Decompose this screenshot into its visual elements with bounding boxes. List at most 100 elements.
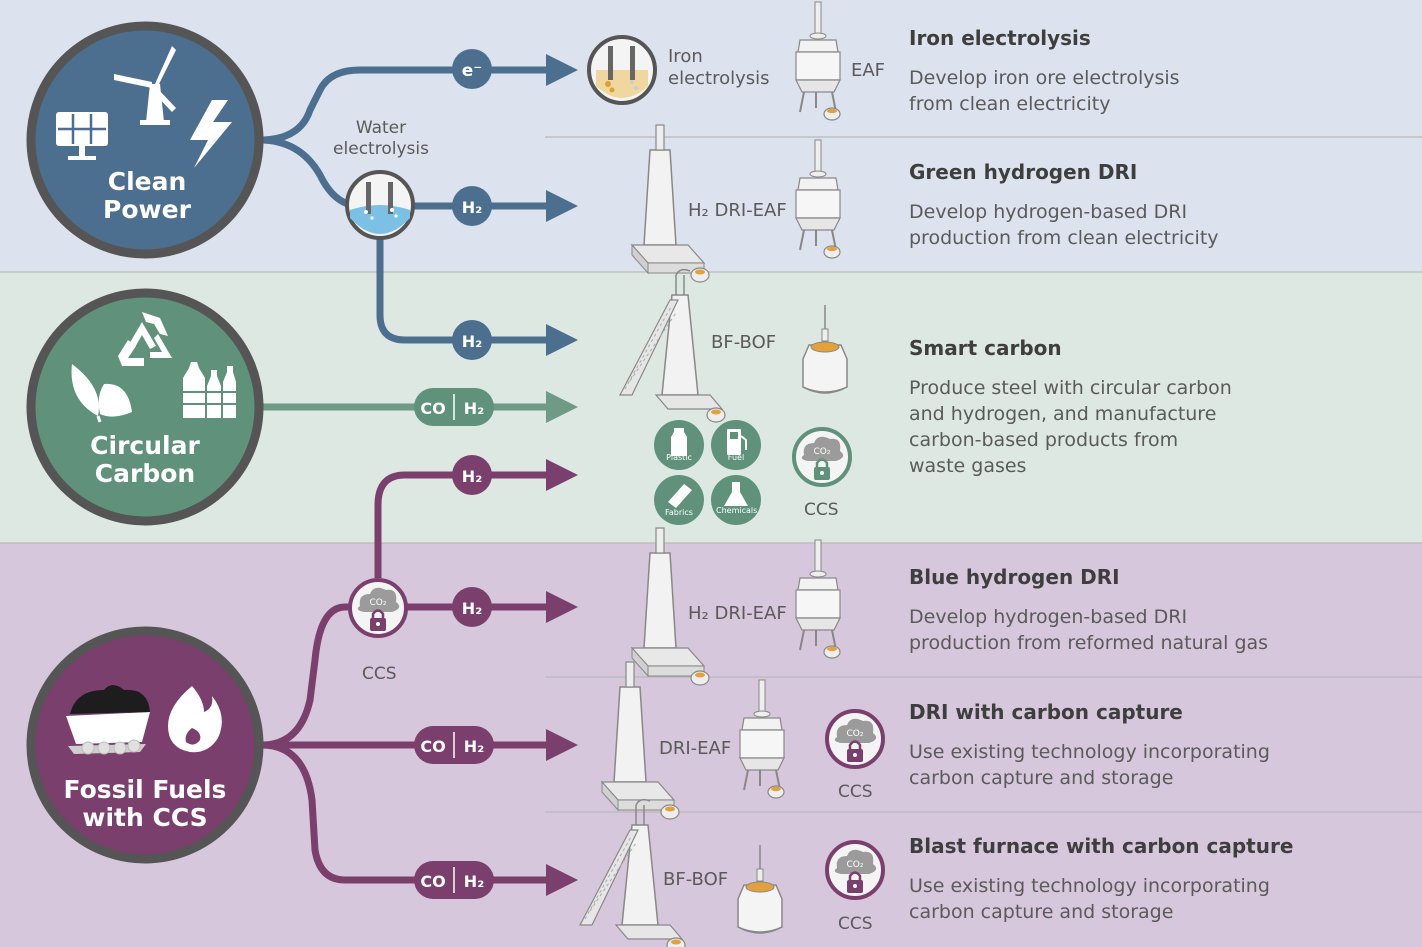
fabrics-product-icon [654,475,704,525]
route-description-dri-carbon-capture: Use existing technology incorporating ca… [909,739,1329,791]
electron-token: e⁻ [452,49,492,89]
water-electrolysis-label-line-1: Water [355,118,407,138]
coal-cart-icon [66,685,150,755]
bf-bof-label-ccs: BF-BOF [663,869,729,890]
route-description-line: waste gases [909,455,1027,477]
circular-carbon-label-line-2: Carbon [94,459,196,488]
route-description-line: Use existing technology incorporating [909,741,1270,763]
fabrics-label: Fabrics [665,508,693,517]
ccs-badge-dri [825,709,885,769]
route-title-blast-furnace-carbon-capture: Blast furnace with carbon capture [909,834,1294,858]
clean-power-label-line-2: Power [103,195,191,224]
route-description-line: Develop iron ore electrolysis [909,67,1180,89]
h2-token-smart-carbon: H₂ [452,320,492,360]
svg-text:CO: CO [420,737,445,756]
ccs-label-dri: CCS [838,782,873,802]
route-description-blue-hydrogen-dri: Develop hydrogen-based DRI production fr… [909,604,1329,656]
route-title-green-hydrogen-dri: Green hydrogen DRI [909,160,1138,184]
fossil-fuel-flows [261,471,548,884]
route-description-line: and hydrogen, and manufacture [909,403,1217,425]
water-electrolysis-label-line-2: electrolysis [333,139,429,159]
ccs-label-smart-carbon: CCS [804,500,839,520]
dri-eaf-label: DRI-EAF [659,738,732,759]
svg-text:H₂: H₂ [464,737,484,756]
clean-power-label-line-1: Clean [107,167,187,196]
route-title-iron-electrolysis: Iron electrolysis [909,26,1091,50]
bf-bof-label-smart: BF-BOF [711,332,777,353]
ccs-label-bf: CCS [838,914,873,934]
wind-turbine-icon [114,46,176,125]
ccs-badge-fossil-source [348,578,408,638]
svg-text:CO: CO [420,872,445,891]
chemicals-label: Chemicals [716,506,758,515]
row-separators [0,136,1422,813]
co-h2-token-dri: CO H₂ [414,726,494,764]
svg-text:H₂: H₂ [462,332,482,351]
svg-text:H₂: H₂ [462,599,482,618]
fuel-product-icon [711,420,761,470]
bottles-icon [183,362,236,418]
svg-text:H₂: H₂ [464,399,484,418]
h2-token-blue: H₂ [452,587,492,627]
route-description-green-hydrogen-dri: Develop hydrogen-based DRI production fr… [909,199,1329,251]
route-description-line: Develop hydrogen-based DRI [909,201,1188,223]
circular-carbon-label: Circular Carbon [75,432,215,488]
route-description-line: carbon-based products from [909,429,1179,451]
co-h2-token-bf: CO H₂ [414,861,494,899]
svg-text:CO: CO [420,399,445,418]
circular-carbon-flow [260,391,578,423]
route-description-line: carbon capture and storage [909,767,1174,789]
route-title-dri-carbon-capture: DRI with carbon capture [909,700,1183,724]
svg-text:H₂: H₂ [462,467,482,486]
ccs-badge-bf [825,840,885,900]
route-description-line: Use existing technology incorporating [909,875,1270,897]
circular-carbon-label-line-1: Circular [90,431,200,460]
plastic-product-icon [654,420,704,470]
co-h2-token-circular: CO H₂ [414,388,494,426]
clean-power-arrowheads [546,54,578,356]
route-description-line: from clean electricity [909,93,1111,115]
h2-token-green: H₂ [452,186,492,226]
fuel-label: Fuel [727,453,745,462]
clean-power-label: Clean Power [85,168,209,224]
svg-text:H₂: H₂ [464,872,484,891]
iron-electrolysis-label-line-1: Iron [668,46,703,67]
solar-panel-icon [56,112,108,160]
iron-electrolysis-label-line-2: electrolysis [668,68,770,89]
svg-text:H₂: H₂ [462,198,482,217]
flame-icon [168,686,222,753]
route-description-line: production from reformed natural gas [909,632,1269,654]
svg-text:e⁻: e⁻ [462,61,483,81]
circular-carbon-circle [26,288,264,526]
route-description-blast-furnace-carbon-capture: Use existing technology incorporating ca… [909,873,1329,925]
fossil-fuel-arrowheads [546,459,578,896]
leaf-icon [71,364,132,423]
water-electrolysis-icon [345,170,415,240]
eaf-label: EAF [851,60,886,81]
clean-power-circle [26,21,264,259]
chemicals-product-icon [711,475,761,525]
water-electrolysis-label: Water electrolysis [330,118,432,160]
h2-dri-eaf-label-blue: H₂ DRI-EAF [688,603,787,624]
iron-electrolysis-icon [587,35,657,105]
fossil-fuels-label-line-1: Fossil Fuels [63,775,227,804]
plastic-label: Plastic [666,453,692,462]
route-description-line: production from clean electricity [909,227,1219,249]
lightning-bolt-icon [190,100,232,168]
ccs-label-fossil-source: CCS [362,664,397,684]
ccs-badge-smart-carbon [792,427,852,487]
route-description-line: Produce steel with circular carbon [909,377,1232,399]
route-title-blue-hydrogen-dri: Blue hydrogen DRI [909,565,1120,589]
route-description-iron-electrolysis: Develop iron ore electrolysis from clean… [909,65,1329,117]
route-description-line: Develop hydrogen-based DRI [909,606,1188,628]
route-title-smart-carbon: Smart carbon [909,336,1062,360]
h2-token-fossil-smart: H₂ [452,455,492,495]
recycle-icon [118,312,172,366]
fossil-fuels-label-line-2: with CCS [82,803,208,832]
iron-electrolysis-label: Iron electrolysis [668,46,770,90]
route-description-line: carbon capture and storage [909,901,1174,923]
h2-dri-eaf-label-green: H₂ DRI-EAF [688,200,787,221]
route-description-smart-carbon: Produce steel with circular carbon and h… [909,375,1329,479]
